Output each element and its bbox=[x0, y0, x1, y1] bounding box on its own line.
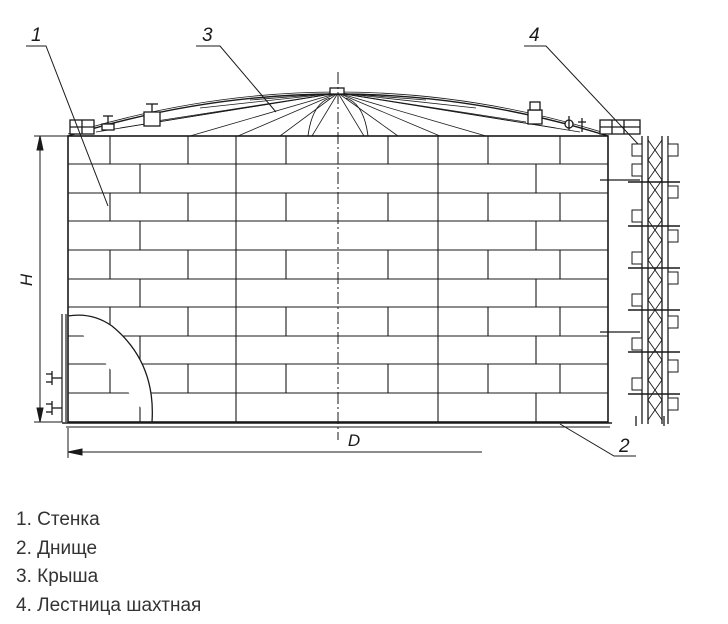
tank-drawing: H D 1 2 3 4 bbox=[17, 25, 680, 458]
roof-fittings bbox=[69, 101, 641, 135]
callout-4-leader bbox=[524, 45, 639, 145]
legend-item-roof: 3. Крыша bbox=[16, 566, 99, 587]
legend-item-bottom: 2. Днище bbox=[16, 537, 98, 559]
legend-item-ladder: 4. Лестница шахтная bbox=[16, 594, 202, 616]
callout-3-number: 3 bbox=[202, 25, 213, 46]
legend-list: 1. Стенка 2. Днище 3. Крыша 4. Лестница … bbox=[16, 506, 201, 620]
side-nozzles bbox=[46, 371, 62, 415]
shell-wall bbox=[61, 135, 640, 423]
manhole-door bbox=[67, 314, 153, 423]
dimension-d bbox=[67, 428, 482, 458]
dimension-h bbox=[34, 135, 68, 423]
callout-2-number: 2 bbox=[618, 436, 630, 457]
callout-1-number: 1 bbox=[31, 25, 42, 46]
tank-bottom bbox=[62, 422, 612, 428]
dimension-h-label: H bbox=[17, 273, 36, 286]
callout-4-number: 4 bbox=[529, 25, 540, 46]
callout-3-leader bbox=[196, 45, 277, 113]
dimension-d-label: D bbox=[348, 431, 360, 450]
legend-item-wall: 1. Стенка bbox=[16, 509, 100, 530]
shaft-ladder bbox=[628, 136, 680, 426]
callout-2-leader bbox=[559, 423, 636, 457]
callout-1-leader bbox=[26, 45, 109, 207]
